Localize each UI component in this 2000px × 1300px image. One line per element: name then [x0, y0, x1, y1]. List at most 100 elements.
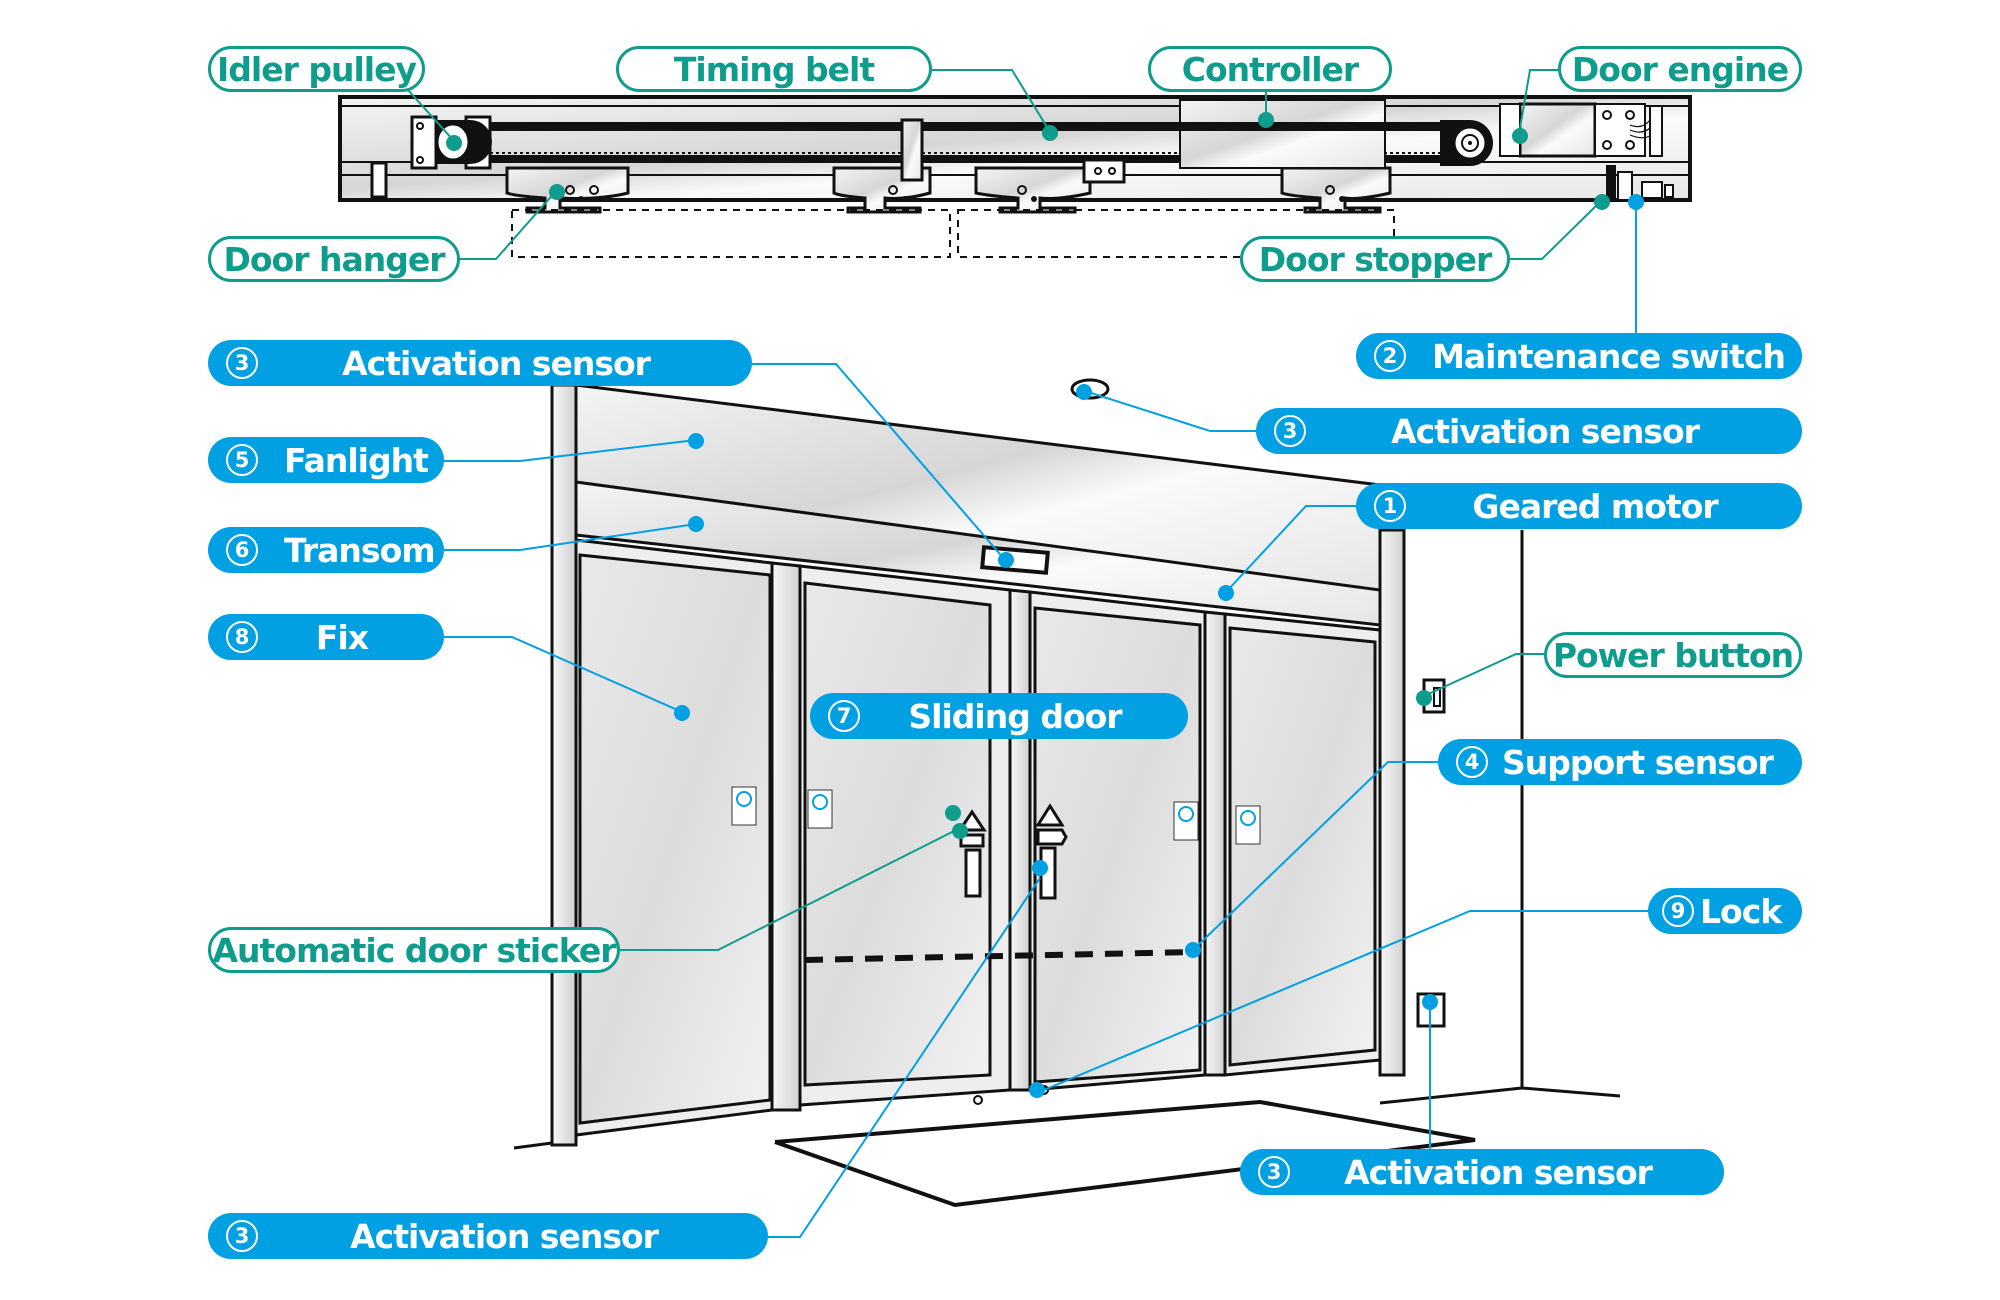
dot-transom [688, 516, 704, 532]
header-sensor-drawing [980, 545, 1050, 575]
label-transom: 6 Transom [208, 527, 444, 573]
leader-timing-belt [932, 69, 1051, 133]
label-power-button: Power button [1544, 632, 1802, 678]
label-text: Transom [284, 530, 436, 570]
number-badge: 5 [226, 444, 258, 476]
number-badge: 9 [1662, 895, 1694, 927]
label-geared-motor: 1 Geared motor [1356, 483, 1802, 529]
door-hanger-drawing [505, 166, 630, 214]
label-activation-sensor-ceiling: 3 Activation sensor [1256, 408, 1802, 454]
dot-geared-motor [1218, 585, 1234, 601]
dot-lock [1029, 1082, 1045, 1098]
label-text: Door stopper [1258, 239, 1492, 279]
door-hanger-drawing-3 [974, 158, 1126, 214]
label-door-engine: Door engine [1558, 46, 1802, 92]
label-activation-sensor-header: 3 Activation sensor [208, 340, 752, 386]
door-operator-rail [338, 95, 1692, 258]
callout-dots [446, 112, 1644, 1098]
dot-activation-floor-right [1422, 994, 1438, 1010]
number-badge: 3 [1274, 415, 1306, 447]
label-text: Timing belt [673, 49, 875, 89]
leader-lines [407, 69, 1648, 1238]
label-activation-sensor-floor-right: 3 Activation sensor [1240, 1149, 1724, 1195]
leader-idler-pulley [407, 89, 455, 142]
label-text: Door engine [1571, 49, 1789, 89]
label-text: Door hanger [223, 239, 445, 279]
leader-activation-ceiling [1087, 391, 1256, 432]
dot-timing-belt [1042, 125, 1058, 141]
leader-activation-floor-left [768, 877, 1041, 1238]
number-badge: 8 [226, 621, 258, 653]
label-support-sensor: 4 Support sensor [1438, 739, 1802, 785]
leader-door-engine [1519, 69, 1558, 129]
leader-activation-top [752, 363, 1006, 561]
label-text: Support sensor [1502, 742, 1774, 782]
number-badge: 4 [1456, 746, 1488, 778]
label-activation-sensor-floor-left: 3 Activation sensor [208, 1213, 768, 1259]
dot-idler-pulley [446, 135, 462, 151]
dot-maintenance-switch [1628, 194, 1644, 210]
dot-activation-header [998, 552, 1014, 568]
controller-drawing [1179, 99, 1386, 169]
dot-door-stopper [1594, 194, 1610, 210]
number-badge: 3 [1258, 1156, 1290, 1188]
label-text: Automatic door sticker [212, 930, 616, 970]
label-text: Lock [1700, 891, 1782, 931]
door-handle-right [1035, 803, 1068, 900]
leader-transom [444, 523, 697, 551]
label-text: Idler pulley [217, 49, 417, 89]
dot-activation-ceiling [1076, 384, 1092, 400]
door-handle-left [957, 809, 987, 898]
label-text: Sliding door [908, 696, 1122, 736]
label-text: Fanlight [284, 440, 429, 480]
label-door-stopper: Door stopper [1240, 236, 1510, 282]
label-text: Fix [315, 617, 369, 657]
label-timing-belt: Timing belt [616, 46, 932, 92]
number-badge: 1 [1374, 490, 1406, 522]
dot-support-sensor [1185, 942, 1201, 958]
leader-support-sensor [1192, 761, 1438, 951]
label-sliding-door: 7 Sliding door [810, 693, 1188, 739]
label-text: Geared motor [1472, 486, 1718, 526]
number-badge: 3 [226, 347, 258, 379]
number-badge: 6 [226, 534, 258, 566]
caution-stickers [731, 786, 1261, 845]
support-sensor-beam [804, 949, 1196, 963]
door-engine-drawing [1499, 102, 1663, 158]
label-text: Activation sensor [1344, 1152, 1653, 1192]
label-controller: Controller [1148, 46, 1392, 92]
leader-door-hanger [460, 190, 557, 260]
label-automatic-door-sticker: Automatic door sticker [208, 927, 620, 973]
door-hanger-drawing-4 [1280, 166, 1392, 214]
label-idler-pulley: Idler pulley [208, 46, 425, 92]
dot-power-button [1416, 690, 1432, 706]
dot-activation-handle [1032, 860, 1048, 876]
number-badge: 2 [1374, 340, 1406, 372]
leader-door-stopper [1510, 199, 1603, 260]
dot-fix [674, 705, 690, 721]
label-door-hanger: Door hanger [208, 236, 460, 282]
label-text: Controller [1181, 49, 1359, 89]
label-text: Activation sensor [342, 343, 651, 383]
dot-fanlight [688, 433, 704, 449]
dot-controller [1258, 112, 1274, 128]
leader-fanlight [444, 439, 697, 462]
dot-door-engine [1512, 128, 1528, 144]
leader-power-button [1423, 653, 1544, 697]
number-badge: 7 [828, 700, 860, 732]
leader-fix [444, 636, 683, 713]
leader-lock [1043, 910, 1648, 1091]
idler-pulley-drawing [410, 115, 492, 170]
leader-geared-motor [1225, 505, 1356, 593]
door-hanger-drawing-2 [832, 118, 932, 214]
dot-sticker-1 [945, 805, 961, 821]
label-fanlight: 5 Fanlight [208, 437, 444, 483]
label-text: Activation sensor [1391, 411, 1700, 451]
label-lock: 9 Lock [1648, 888, 1802, 934]
drive-pulley-drawing [1440, 120, 1493, 166]
label-maintenance-switch: 2 Maintenance switch [1356, 333, 1802, 379]
label-fix: 8 Fix [208, 614, 444, 660]
number-badge: 3 [226, 1220, 258, 1252]
dot-sticker-2 [952, 823, 968, 839]
